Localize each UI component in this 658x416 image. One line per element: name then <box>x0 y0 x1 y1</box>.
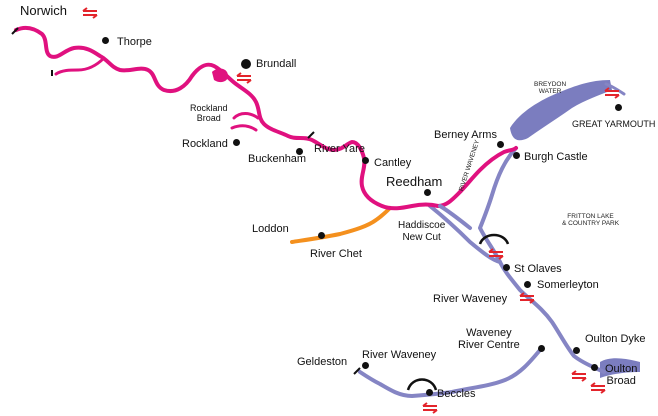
label-loddon: Loddon <box>252 223 289 235</box>
label-norwich: Norwich <box>20 3 67 18</box>
label-oulton-broad-text: Oulton Broad <box>605 363 638 387</box>
oulton-broad-shape <box>600 358 640 378</box>
label-river-waveney-west: River Waveney <box>362 349 437 361</box>
dot-loddon <box>318 232 325 239</box>
dot-beccles <box>426 389 433 396</box>
dot-oulton-dyke <box>573 347 580 354</box>
bridge-arch-icon <box>478 233 510 245</box>
river-end-marker <box>353 367 361 375</box>
label-berney-arms: Berney Arms <box>434 129 497 141</box>
breydon-water-shape <box>510 80 612 141</box>
dot-cantley <box>362 157 369 164</box>
label-fritton-lake: FRITTON LAKE & COUNTRY PARK <box>562 213 619 227</box>
label-waveney-river-centre: Waveney River Centre <box>458 327 520 351</box>
dot-great-yarmouth <box>615 104 622 111</box>
river-end-marker <box>307 131 315 139</box>
label-cantley: Cantley <box>374 157 412 169</box>
label-river-waveney-east: River Waveney <box>433 293 508 305</box>
dot-thorpe <box>102 37 109 44</box>
label-oulton-broad: Oulton Broad <box>605 363 637 387</box>
river-end-marker <box>11 27 19 35</box>
label-river-yare: River Yare <box>314 143 365 155</box>
label-breydon-water: BREYDON WATER <box>534 81 566 95</box>
label-thorpe: Thorpe <box>117 36 152 48</box>
national-rail-icon <box>590 382 606 394</box>
brundall-loop <box>212 68 228 83</box>
river-chet-line <box>290 206 392 244</box>
dot-brundall <box>241 59 251 69</box>
label-buckenham: Buckenham <box>248 153 307 165</box>
dot-geldeston <box>362 362 369 369</box>
label-river-chet: River Chet <box>310 248 362 260</box>
river-yare-line <box>14 25 518 211</box>
dot-reedham <box>424 189 431 196</box>
national-rail-icon <box>604 87 620 99</box>
label-haddiscoe-new-cut-text: Haddiscoe New Cut <box>398 220 446 243</box>
label-rockland-broad: Rockland Broad <box>190 103 228 123</box>
label-great-yarmouth: GREAT YARMOUTH <box>572 119 656 129</box>
label-brundall: Brundall <box>256 58 297 70</box>
national-rail-icon <box>422 402 438 414</box>
label-oulton-dyke: Oulton Dyke <box>585 333 646 345</box>
label-geldeston: Geldeston <box>297 356 348 368</box>
label-st-olaves: St Olaves <box>514 263 562 275</box>
label-haddiscoe-new-cut: Haddiscoe New Cut <box>398 220 445 244</box>
label-burgh-castle: Burgh Castle <box>524 151 588 163</box>
label-reedham: Reedham <box>386 174 443 189</box>
label-somerleyton: Somerleyton <box>537 279 599 291</box>
thorpe-loop <box>54 56 106 76</box>
dot-berney-arms <box>497 141 504 148</box>
label-breydon-water-text: BREYDON WATER <box>534 81 567 95</box>
bridge-arch-icon <box>406 378 438 391</box>
dot-oulton-broad <box>591 364 598 371</box>
dot-buckenham <box>296 148 303 155</box>
label-rockland: Rockland <box>182 138 228 150</box>
label-rockland-broad-text: Rockland Broad <box>190 103 228 123</box>
dot-waveney-river-centre <box>538 345 545 352</box>
label-fritton-lake-text: FRITTON LAKE & COUNTRY PARK <box>562 213 620 227</box>
label-waveney-river-centre-text: Waveney River Centre <box>458 327 520 351</box>
national-rail-icon <box>82 7 98 19</box>
dot-somerleyton <box>524 281 531 288</box>
rockland-loop <box>230 112 260 132</box>
national-rail-icon <box>571 370 587 382</box>
dot-st-olaves <box>503 264 510 271</box>
national-rail-icon <box>519 292 535 304</box>
yarmouth-channel <box>604 82 626 96</box>
national-rail-icon <box>236 72 252 84</box>
dot-rockland <box>233 139 240 146</box>
label-beccles: Beccles <box>437 388 476 400</box>
national-rail-icon <box>488 248 504 260</box>
dot-burgh-castle <box>513 152 520 159</box>
haddiscoe-cut <box>438 204 472 230</box>
